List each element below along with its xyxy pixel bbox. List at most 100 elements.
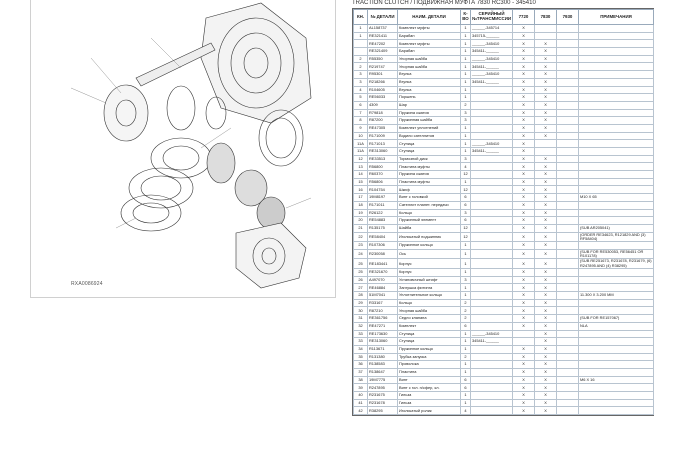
cell-callout: 11A (353, 147, 368, 156)
cell-callout: 9 (353, 123, 368, 133)
cell-serial (470, 131, 513, 141)
cell-7830: X (534, 108, 557, 118)
cell-notes (578, 398, 654, 408)
cell-7830: X (534, 116, 557, 125)
cell-serial (470, 298, 513, 308)
cell-quantity: 6 (460, 200, 471, 210)
cell-7830: X (534, 131, 557, 141)
cell-callout: 12 (353, 154, 368, 164)
cell-serial (470, 85, 513, 95)
cell-part-number: AL158737 (367, 24, 398, 33)
cell-part-name: Водило сателлитов (397, 131, 461, 141)
cell-part-name: Кольцо (397, 208, 461, 218)
cell-7830: X (534, 54, 557, 64)
cell-serial: 345411-______ (470, 62, 513, 72)
cell-part-name: Комплект муфты (397, 39, 461, 49)
cell-7720: X (512, 383, 535, 393)
cell-7930 (556, 139, 579, 148)
cell-7830: X (534, 360, 557, 369)
cell-serial (470, 321, 513, 331)
header-col-part-name: НАИМ. ДЕТАЛИ (397, 9, 461, 25)
cell-7930 (556, 248, 579, 260)
cell-7720: X (512, 375, 535, 385)
cell-7720: X (512, 314, 535, 323)
cell-callout: 1 (353, 24, 368, 33)
cell-7930 (556, 352, 579, 362)
cell-7930 (556, 241, 579, 250)
diagram-reference-label: RXA0086924 (71, 281, 103, 287)
cell-notes: (SUB FOR RE157067) (578, 314, 654, 323)
cell-quantity: 2 (460, 314, 471, 323)
cell-7930 (556, 93, 579, 102)
cell-7930 (556, 147, 579, 156)
cell-notes: 11.300 X 3.200 MM (578, 291, 654, 300)
cell-serial (470, 216, 513, 225)
cell-part-name: Ступица (397, 329, 461, 339)
cell-7930 (556, 116, 579, 125)
cell-notes (578, 360, 654, 369)
cell-part-number: R104605 (367, 85, 398, 95)
cell-7830: X (534, 154, 557, 164)
cell-notes (578, 208, 654, 218)
cell-notes (578, 70, 654, 79)
cell-part-number: R26122 (367, 208, 398, 218)
cell-part-name: Трубка запуска (397, 352, 461, 362)
cell-7720: X (512, 275, 535, 285)
header-col-part-number: № ДЕТАЛИ (367, 9, 398, 25)
cell-7930 (556, 360, 579, 369)
cell-7930 (556, 231, 579, 243)
cell-part-number: R38295 (367, 406, 398, 416)
cell-quantity: 2 (460, 100, 471, 110)
cell-7720: X (512, 398, 535, 408)
cell-notes (578, 47, 654, 56)
cell-quantity: 4 (460, 406, 471, 416)
cell-callout: 27 (353, 283, 368, 293)
cell-part-number: RE47305 (367, 123, 398, 133)
cell-7720: X (512, 108, 535, 118)
cell-part-name: Пружинный элемент (397, 216, 461, 225)
cell-serial (470, 344, 513, 354)
cell-7720: X (512, 216, 535, 225)
cell-notes (578, 177, 654, 187)
cell-quantity: 1 (460, 283, 471, 293)
cell-part-number: R87210 (367, 306, 398, 316)
cell-part-number: R218266 (367, 77, 398, 87)
cell-callout (353, 39, 368, 49)
cell-7830: X (534, 321, 557, 331)
cell-part-number: RE321670 (367, 268, 398, 277)
cell-7930 (556, 77, 579, 87)
cell-7930 (556, 216, 579, 225)
cell-7930 (556, 62, 579, 72)
cell-quantity: 12 (460, 231, 471, 243)
cell-part-number: RE47271 (367, 321, 398, 331)
cell-serial (470, 383, 513, 393)
cell-part-name: Поршень (397, 93, 461, 102)
cell-callout: 5 (353, 93, 368, 102)
cell-callout: 2 (353, 54, 368, 64)
cell-7720: X (512, 31, 535, 41)
cell-7830: X (534, 62, 557, 72)
cell-serial (470, 406, 513, 416)
cell-quantity: 12 (460, 170, 471, 179)
cell-serial (470, 291, 513, 300)
cell-callout: 39 (353, 383, 368, 393)
cell-quantity: 1 (460, 24, 471, 33)
cell-7830: X (534, 208, 557, 218)
cell-serial (470, 100, 513, 110)
cell-7720: X (512, 223, 535, 233)
cell-callout: 33 (353, 337, 368, 346)
cell-part-number: RE56033 (367, 93, 398, 102)
cell-quantity: 1 (460, 360, 471, 369)
cell-serial: ______-345410 (470, 139, 513, 148)
cell-notes (578, 100, 654, 110)
cell-serial (470, 185, 513, 195)
cell-part-name: Тормозной диск (397, 154, 461, 164)
cell-serial (470, 154, 513, 164)
